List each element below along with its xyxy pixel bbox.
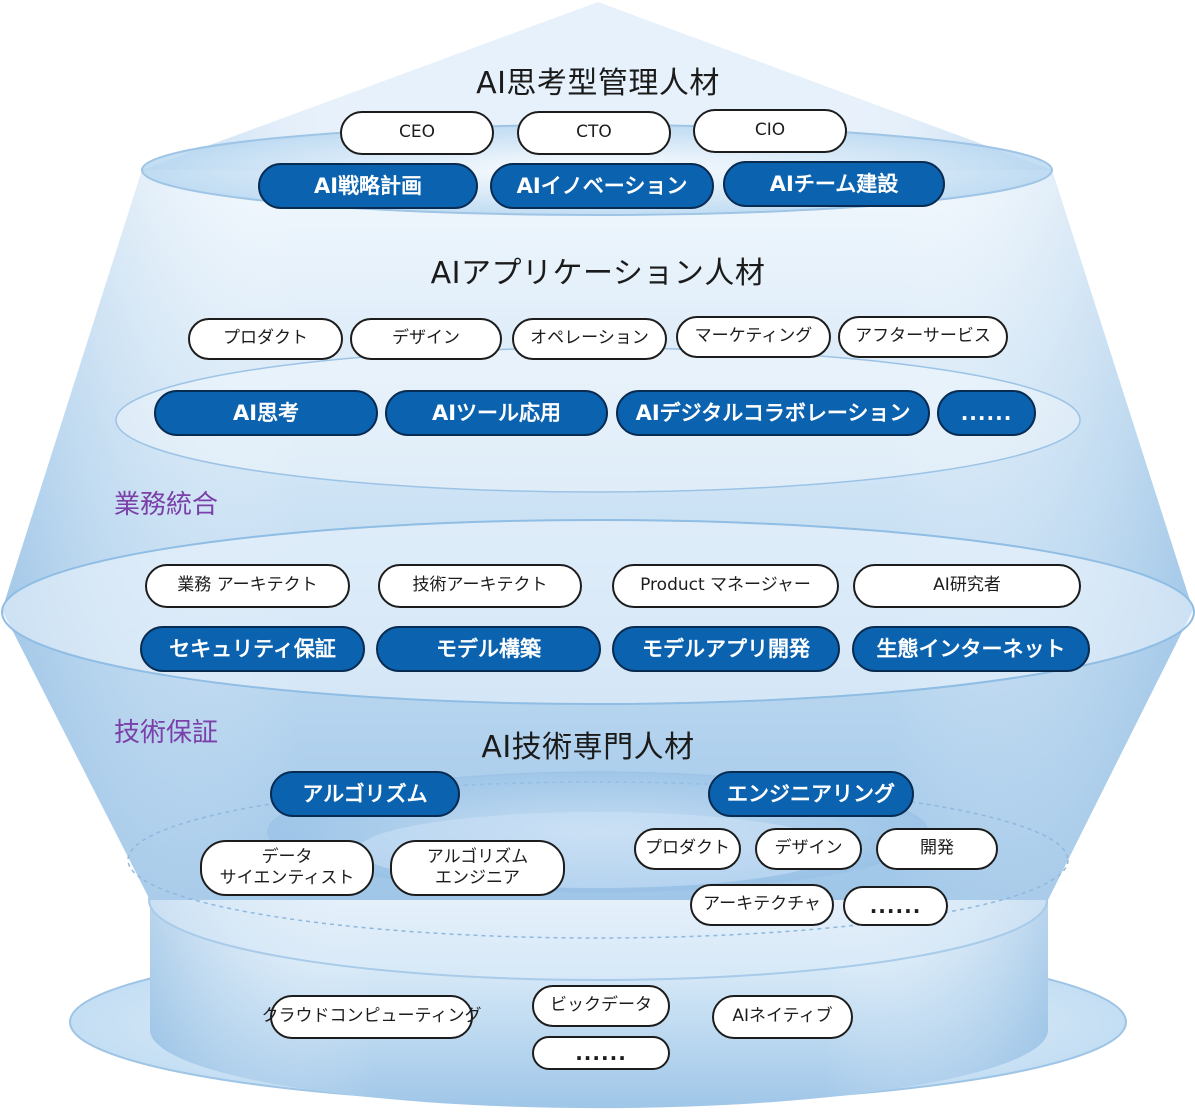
top-tier-title: AI思考型管理人材	[476, 66, 720, 101]
application-tier-title: AIアプリケーション人材	[430, 256, 766, 291]
tech-assurance-label: 技術保証	[114, 718, 219, 748]
role-ceo: CEO	[340, 111, 494, 155]
mid-role-business-architect: 業務 アーキテクト	[145, 564, 350, 608]
eng-role-development: 開発	[876, 828, 998, 870]
skill-ai-team: AIチーム建設	[723, 161, 945, 207]
eng-role-more: ......	[843, 886, 948, 926]
tech-role-data-scientist-line2: サイエンティスト	[219, 868, 355, 888]
tech-role-data-scientist: データサイエンティスト	[200, 840, 374, 896]
mid-role-tech-architect: 技術アーキテクト	[378, 564, 582, 608]
skill-ai-strategy: AI戦略計画	[258, 163, 478, 209]
business-integration-label: 業務統合	[114, 490, 219, 520]
tech-role-algorithm-engineer-line1: アルゴリズム	[426, 846, 529, 867]
role-cto: CTO	[517, 111, 671, 155]
app-skill-more: ......	[937, 390, 1036, 436]
base-more: ......	[532, 1036, 670, 1070]
app-skill-ai-collaboration: AIデジタルコラボレーション	[616, 390, 930, 436]
app-role-marketing: マーケティング	[676, 316, 831, 358]
base-ai-native: AIネイティブ	[712, 995, 853, 1039]
app-role-operation: オペレーション	[512, 318, 667, 360]
app-skill-ai-thinking: AI思考	[154, 390, 378, 436]
tech-algorithm: アルゴリズム	[270, 771, 460, 817]
eng-role-product: プロダクト	[634, 828, 741, 870]
eng-role-architecture: アーキテクチャ	[690, 884, 834, 926]
mid-skill-model-building: モデル構築	[376, 626, 601, 672]
tech-role-data-scientist-line1: データ	[261, 846, 313, 867]
mid-role-ai-researcher: AI研究者	[853, 564, 1081, 608]
tech-tier-title: AI技術専門人材	[481, 730, 695, 765]
role-cio: CIO	[693, 109, 847, 153]
eng-role-design: デザイン	[755, 828, 862, 870]
mid-role-product-manager: Product マネージャー	[612, 564, 839, 608]
app-role-after-service: アフターサービス	[838, 316, 1008, 358]
app-skill-ai-tools: AIツール応用	[385, 390, 608, 436]
mid-skill-model-app-dev: モデルアプリ開発	[612, 626, 840, 672]
skill-ai-innovation: AIイノベーション	[490, 163, 714, 209]
app-role-product: プロダクト	[188, 318, 343, 360]
base-cloud-computing: クラウドコンピューティング	[262, 995, 482, 1039]
tech-engineering: エンジニアリング	[708, 771, 914, 817]
tech-role-algorithm-engineer-line2: エンジニア	[435, 868, 520, 888]
tech-role-algorithm-engineer: アルゴリズムエンジニア	[390, 840, 565, 896]
mid-skill-ecosystem: 生態インターネット	[852, 626, 1090, 672]
app-role-design: デザイン	[350, 318, 502, 360]
mid-skill-security: セキュリティ保証	[140, 626, 365, 672]
base-big-data: ビックデータ	[532, 985, 670, 1027]
